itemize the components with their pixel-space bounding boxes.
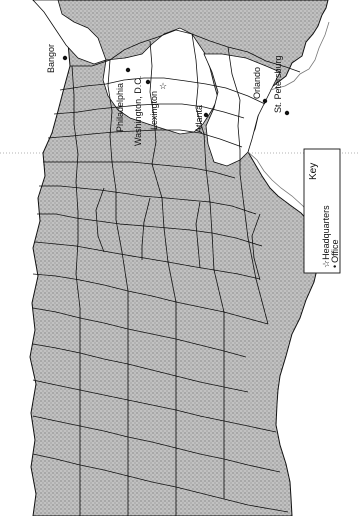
city-label-lexington: Lexington [149,91,159,130]
city-markers: ☆ [62,55,290,118]
city-label-philadelphia: Philadelphia [115,83,125,132]
washington-office-dot [145,79,151,85]
star-icon: ☆ [321,260,331,268]
legend-box: Key ☆Headquarters • Office [303,148,341,274]
orlando-office-dot [262,98,268,104]
city-label-st-petersburg: St. Petersburg [273,55,283,113]
city-label-atlanta: Atlanta [194,105,204,133]
legend-title: Key [308,163,319,180]
coast-line-gulf [247,151,313,219]
southeast-states [203,53,281,167]
office-label: Office [330,240,340,263]
bangor-office-dot [62,55,68,61]
city-labels: Bangor Philadelphia Washington, D.C. Lex… [46,44,283,146]
atlanta-office-dot [203,112,209,118]
state-boundaries [32,29,301,516]
coast-line-east [269,21,330,91]
st-petersburg-office-dot [284,110,290,116]
city-label-washington: Washington, D.C. [133,76,143,146]
city-label-orlando: Orlando [252,67,262,99]
philadelphia-office-dot [125,67,131,73]
dot-icon: • [330,265,340,268]
headquarters-label: Headquarters [321,205,331,260]
legend-border [303,148,341,274]
new-england [32,0,107,65]
lexington-headquarters-star: ☆ [159,81,167,91]
city-label-bangor: Bangor [46,44,56,73]
legend-headquarters: ☆Headquarters [321,205,331,268]
legend-office: • Office [330,240,340,269]
